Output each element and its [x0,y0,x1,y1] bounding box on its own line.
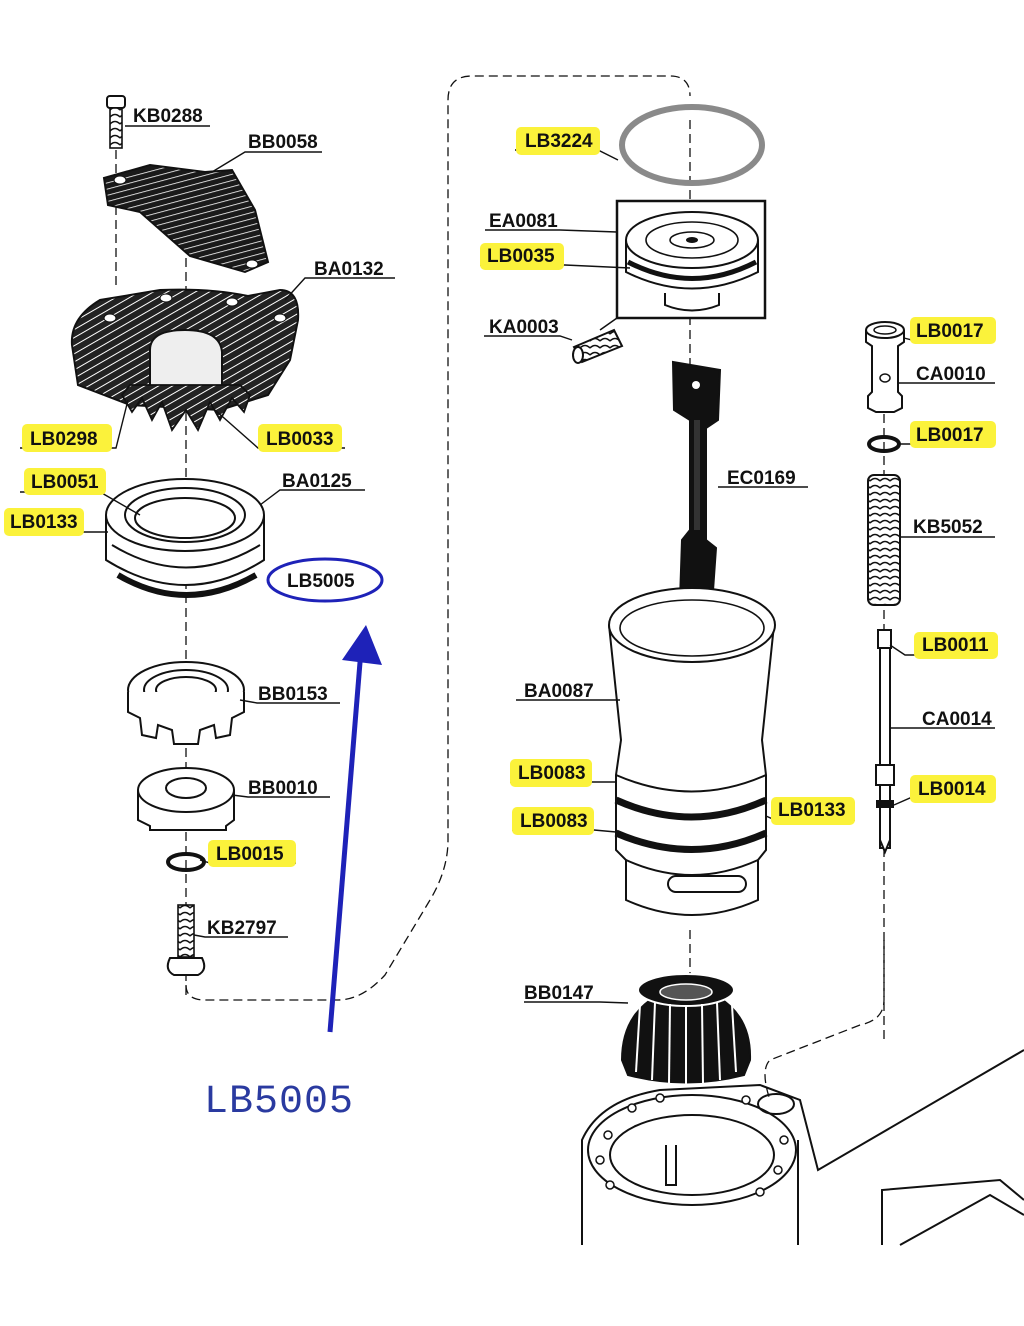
label-kb5052: KB5052 [913,517,983,538]
label-lb0051: LB0051 [31,472,99,493]
label-ka0003: KA0003 [489,317,559,338]
label-lb0083-top: LB0083 [518,763,586,784]
label-kb0288: KB0288 [133,106,203,127]
label-bb0147: BB0147 [524,983,594,1004]
label-ec0169: EC0169 [727,468,796,489]
label-kb2797: KB2797 [207,918,277,939]
screw-kb0288 [106,95,126,149]
callout-arrow-head [342,625,382,665]
label-lb0017-top: LB0017 [916,321,984,342]
label-lb0035: LB0035 [487,246,555,267]
label-lb0033: LB0033 [266,429,334,450]
label-lb0011: LB0011 [922,635,989,656]
piston-ea0081 [615,199,767,320]
label-lb5005-circled: LB5005 [287,571,355,592]
pin-ka0003 [572,317,624,364]
label-ba0125: BA0125 [282,471,352,492]
callout-lb5005: LB5005 [204,557,384,1125]
label-lb0014: LB0014 [918,779,986,800]
bushing-ba0125 [105,478,265,598]
label-lb0133-left: LB0133 [10,512,78,533]
highlight-boxes [4,127,998,867]
spring-kb5052 [867,474,901,606]
label-lb0298: LB0298 [30,429,98,450]
label-lb0015: LB0015 [216,844,284,865]
label-lb3224: LB3224 [525,131,593,152]
callout-circle [266,557,384,603]
label-lb0083-bottom: LB0083 [520,811,588,832]
label-bb0153: BB0153 [258,684,328,705]
disc-bb0010 [137,767,235,831]
part-labels: KB0288 BB0058 BA0132 LB0298 LB0033 LB005… [10,106,992,1004]
valve-body-ca0010 [865,321,905,413]
label-bb0010: BB0010 [248,778,318,799]
label-ca0014: CA0014 [922,709,992,730]
label-ba0087: BA0087 [524,681,594,702]
cap-bb0147 [620,973,752,1085]
callout-arrow-shaft [327,649,364,1033]
cylinder-ba0087 [608,587,776,916]
oring-lb0015 [166,852,206,872]
label-ba0132: BA0132 [314,259,384,280]
label-ea0081: EA0081 [489,211,558,232]
bolt-kb2797 [166,904,206,976]
caption-lb5005: LB5005 [204,1080,354,1125]
label-ca0010: CA0010 [916,364,986,385]
label-lb0133-right: LB0133 [778,800,846,821]
pin-ca0014 [875,629,895,855]
cover-ba0132 [70,288,300,432]
crown-ring-bb0153 [127,661,245,745]
base-housing [581,1049,1024,1246]
oring-lb3224 [619,104,765,186]
label-bb0058: BB0058 [248,132,318,153]
plate-bb0058 [102,163,270,274]
label-lb0017-bottom: LB0017 [916,425,984,446]
